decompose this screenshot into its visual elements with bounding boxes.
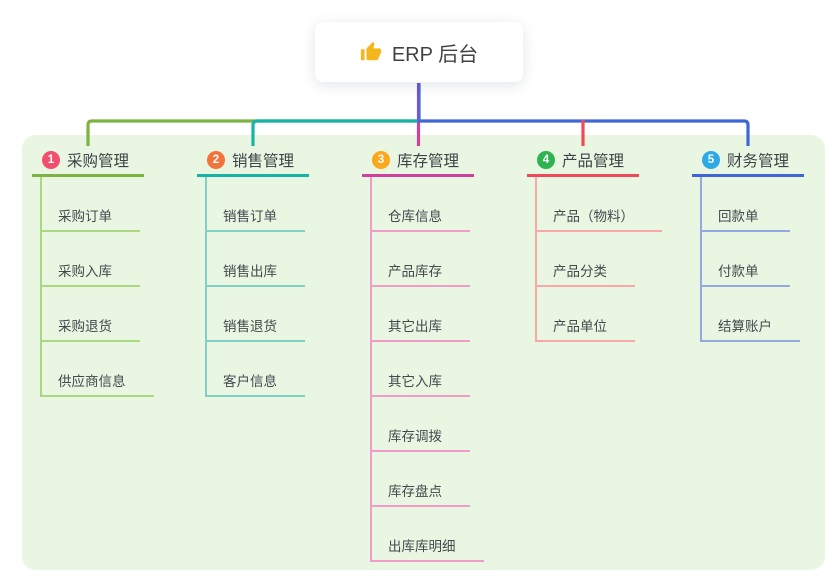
branch-children: 采购订单采购入库采购退货供应商信息 bbox=[40, 177, 154, 397]
branch-label: 产品管理 bbox=[562, 152, 625, 170]
branch-number-badge: 4 bbox=[537, 150, 555, 169]
branch-children: 产品（物料）产品分类产品单位 bbox=[535, 177, 662, 342]
branch-children: 仓库信息产品库存其它出库其它入库库存调拨库存盘点出库库明细 bbox=[370, 177, 484, 562]
child-node[interactable]: 产品单位 bbox=[537, 287, 635, 342]
child-node[interactable]: 供应商信息 bbox=[42, 342, 154, 397]
branch-number-badge: 2 bbox=[207, 150, 225, 169]
child-node[interactable]: 付款单 bbox=[702, 232, 790, 287]
child-node[interactable]: 采购退货 bbox=[42, 287, 140, 342]
branch-number-badge: 5 bbox=[702, 150, 720, 169]
branch-node[interactable]: 5 财务管理 bbox=[692, 145, 804, 177]
branch-label: 财务管理 bbox=[727, 152, 790, 170]
branch-label: 库存管理 bbox=[397, 152, 460, 170]
child-node[interactable]: 产品库存 bbox=[372, 232, 470, 287]
child-node[interactable]: 库存盘点 bbox=[372, 452, 470, 507]
mindmap-canvas bbox=[22, 135, 825, 570]
child-node[interactable]: 销售订单 bbox=[207, 177, 305, 232]
child-node[interactable]: 采购订单 bbox=[42, 177, 140, 232]
branch-children: 回款单付款单结算账户 bbox=[700, 177, 800, 342]
branch-node[interactable]: 2 销售管理 bbox=[197, 145, 309, 177]
branch-label: 采购管理 bbox=[67, 152, 130, 170]
child-node[interactable]: 销售出库 bbox=[207, 232, 305, 287]
root-node[interactable]: ERP 后台 bbox=[315, 22, 523, 82]
root-label: ERP 后台 bbox=[391, 43, 479, 66]
child-node[interactable]: 销售退货 bbox=[207, 287, 305, 342]
branch-node[interactable]: 1 采购管理 bbox=[32, 145, 144, 177]
child-node[interactable]: 回款单 bbox=[702, 177, 790, 232]
branch-node[interactable]: 4 产品管理 bbox=[527, 145, 639, 177]
child-node[interactable]: 结算账户 bbox=[702, 287, 800, 342]
child-node[interactable]: 库存调拨 bbox=[372, 397, 470, 452]
branch-number-badge: 1 bbox=[42, 150, 60, 169]
branch-children: 销售订单销售出库销售退货客户信息 bbox=[205, 177, 305, 397]
branch-label: 销售管理 bbox=[232, 152, 295, 170]
child-node[interactable]: 采购入库 bbox=[42, 232, 140, 287]
child-node[interactable]: 产品分类 bbox=[537, 232, 635, 287]
child-node[interactable]: 其它入库 bbox=[372, 342, 470, 397]
child-node[interactable]: 客户信息 bbox=[207, 342, 305, 397]
thumbs-up-icon bbox=[360, 41, 381, 61]
branch-number-badge: 3 bbox=[372, 150, 390, 169]
branch-node[interactable]: 3 库存管理 bbox=[362, 145, 474, 177]
child-node[interactable]: 仓库信息 bbox=[372, 177, 470, 232]
child-node[interactable]: 产品（物料） bbox=[537, 177, 662, 232]
child-node[interactable]: 出库库明细 bbox=[372, 507, 484, 562]
child-node[interactable]: 其它出库 bbox=[372, 287, 470, 342]
